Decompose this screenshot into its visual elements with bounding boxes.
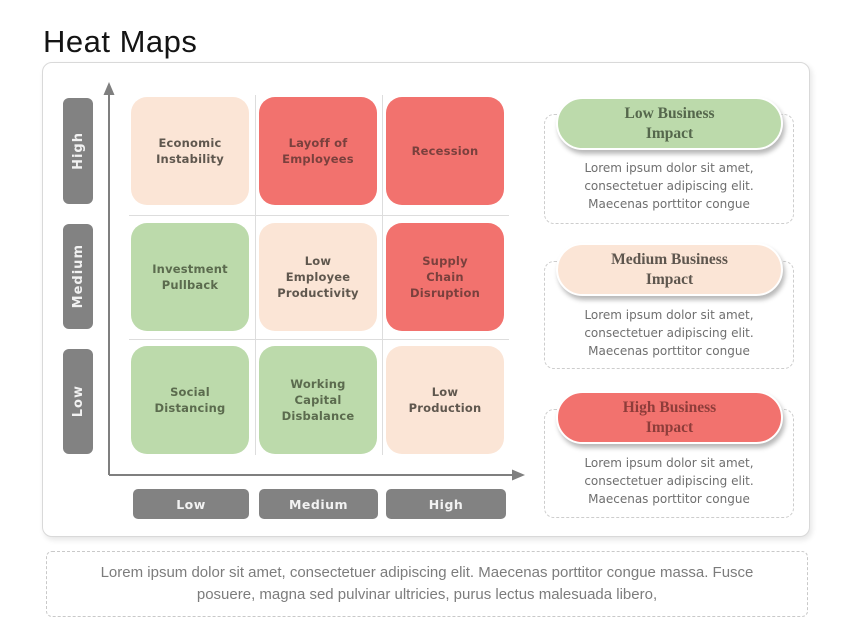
cell-supply-chain-disruption: Supply Chain Disruption bbox=[386, 223, 504, 331]
x-axis-label-high: High bbox=[386, 489, 506, 519]
footer-note-box: Lorem ipsum dolor sit amet, consectetuer… bbox=[46, 551, 808, 617]
y-axis-label-high: High bbox=[63, 98, 93, 204]
cell-layoff-of-employees: Layoff of Employees bbox=[259, 97, 377, 205]
y-axis-label-medium: Medium bbox=[63, 224, 93, 329]
y-axis-label-low-text: Low bbox=[70, 385, 86, 418]
legend-box-low-impact: Lorem ipsum dolor sit amet, consectetuer… bbox=[544, 114, 794, 224]
x-axis-label-medium: Medium bbox=[259, 489, 378, 519]
legend-pill-medium-impact: Medium Business Impact bbox=[556, 243, 783, 296]
page-title: Heat Maps bbox=[43, 24, 198, 59]
axis-arrows bbox=[103, 82, 525, 481]
cell-low-employee-productivity: Low Employee Productivity bbox=[259, 223, 377, 331]
legend-body-medium-impact: Lorem ipsum dolor sit amet, consectetuer… bbox=[584, 308, 754, 358]
x-axis-label-low: Low bbox=[133, 489, 249, 519]
cell-economic-instability: Economic Instability bbox=[131, 97, 249, 205]
y-axis-arrowhead-icon bbox=[103, 82, 115, 95]
y-axis-label-medium-text: Medium bbox=[70, 244, 86, 309]
x-axis-arrowhead-icon bbox=[512, 469, 525, 481]
legend-box-high-impact: Lorem ipsum dolor sit amet, consectetuer… bbox=[544, 409, 794, 518]
heatmap-panel: High Medium Low Economic Instability Lay… bbox=[42, 62, 810, 537]
cell-low-production: Low Production bbox=[386, 346, 504, 454]
legend-pill-low-impact: Low Business Impact bbox=[556, 97, 783, 150]
cell-investment-pullback: Investment Pullback bbox=[131, 223, 249, 331]
y-axis-label-high-text: High bbox=[70, 132, 86, 170]
y-axis-label-low: Low bbox=[63, 349, 93, 454]
gridline-vertical-1 bbox=[255, 95, 256, 455]
cell-social-distancing: Social Distancing bbox=[131, 346, 249, 454]
legend-box-medium-impact: Lorem ipsum dolor sit amet, consectetuer… bbox=[544, 261, 794, 369]
gridline-horizontal-2 bbox=[129, 339, 509, 340]
legend-body-low-impact: Lorem ipsum dolor sit amet, consectetuer… bbox=[584, 161, 754, 211]
footer-note-text: Lorem ipsum dolor sit amet, consectetuer… bbox=[100, 563, 754, 604]
gridline-vertical-2 bbox=[382, 95, 383, 455]
legend-pill-high-impact: High Business Impact bbox=[556, 391, 783, 444]
cell-recession: Recession bbox=[386, 97, 504, 205]
gridline-horizontal-1 bbox=[129, 215, 509, 216]
legend-body-high-impact: Lorem ipsum dolor sit amet, consectetuer… bbox=[584, 456, 754, 506]
cell-working-capital-disbalance: Working Capital Disbalance bbox=[259, 346, 377, 454]
